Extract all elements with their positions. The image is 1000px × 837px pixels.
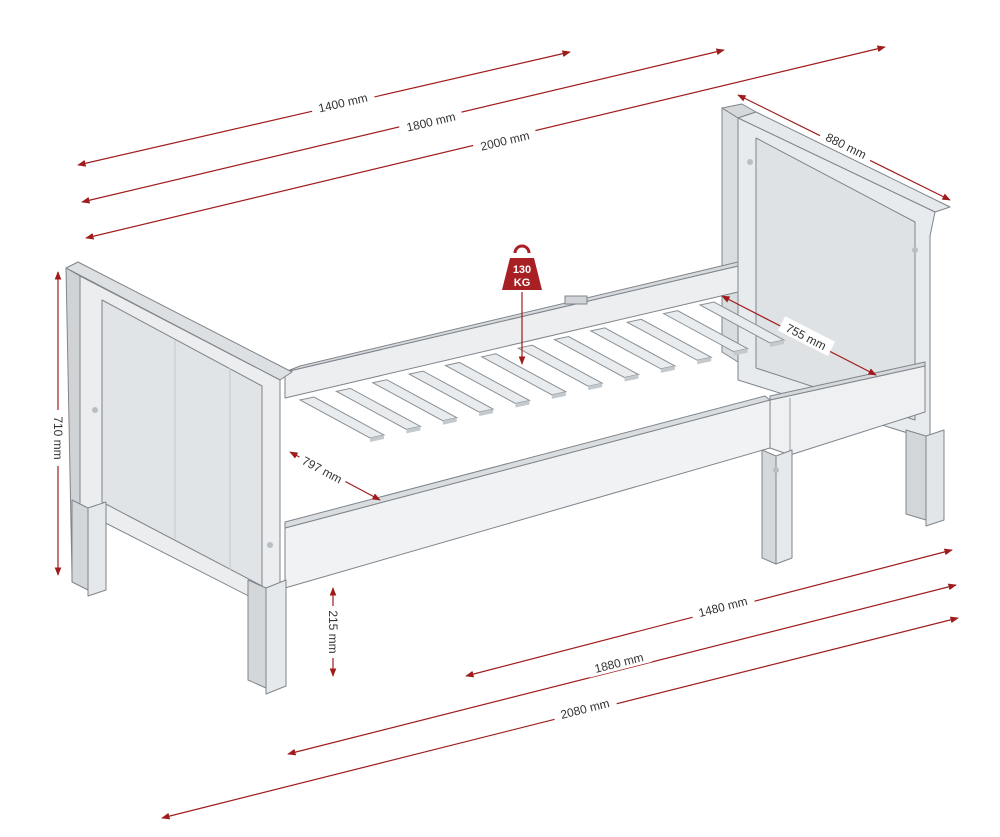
weight-unit: KG	[514, 277, 531, 289]
back-side-rail	[284, 261, 739, 399]
dim-label-215: 215 mm	[326, 610, 340, 653]
slat-edge	[551, 391, 566, 399]
weight-icon	[502, 244, 542, 290]
slat-edge	[697, 357, 712, 365]
middle-leg	[761, 449, 793, 565]
slat-edge	[370, 435, 384, 442]
weight-value: 130	[513, 264, 531, 276]
slat-edge	[479, 409, 494, 417]
front-side-rail	[284, 361, 926, 589]
slat-edge	[624, 374, 639, 382]
weight-badge: 130 KG	[502, 244, 542, 290]
slat-edge	[588, 383, 603, 391]
dim-label-710: 710 mm	[51, 416, 65, 459]
front-headboard	[65, 261, 293, 695]
slat-edge	[406, 426, 421, 434]
slat-edge	[660, 365, 675, 373]
bed-illustration	[65, 103, 951, 695]
dim-line-1880	[287, 583, 957, 756]
dim-label-797: 797 mm	[300, 454, 345, 487]
slat-edge	[442, 417, 457, 425]
back-headboard	[721, 103, 951, 527]
slats	[298, 301, 786, 442]
slat-edge	[515, 400, 530, 408]
